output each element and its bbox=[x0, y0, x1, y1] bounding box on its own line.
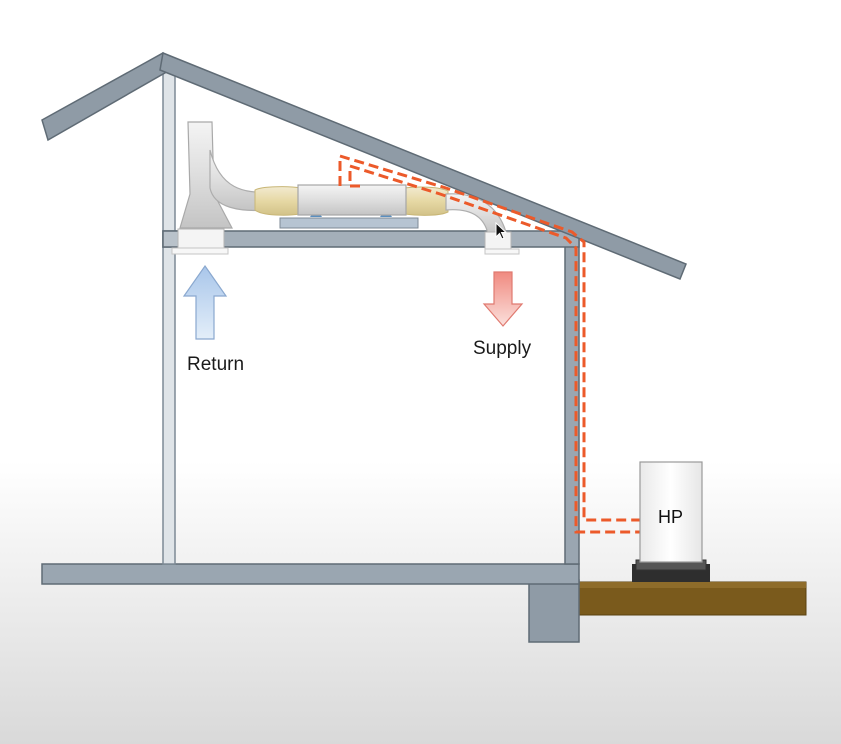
air-handler-base bbox=[279, 217, 419, 229]
heat-pump-unit bbox=[639, 461, 703, 563]
floor-slab bbox=[41, 563, 580, 585]
supply-label: Supply bbox=[473, 338, 532, 359]
return-label: Return bbox=[187, 354, 245, 375]
refrigerant-line-outer bbox=[338, 153, 640, 522]
insulation-left bbox=[254, 186, 301, 216]
return-arrow-up-icon bbox=[182, 264, 228, 340]
left-wall bbox=[162, 65, 176, 565]
ground-slab-shading bbox=[578, 582, 806, 588]
roof-right bbox=[159, 51, 687, 280]
return-plenum bbox=[179, 121, 233, 229]
ceiling-joist bbox=[162, 230, 580, 248]
mouse-pointer-icon bbox=[495, 222, 508, 240]
air-handler bbox=[297, 184, 407, 216]
supply-arrow-down-icon bbox=[482, 271, 524, 327]
heat-pump-label: HP bbox=[658, 507, 684, 527]
insulation-right bbox=[403, 186, 449, 216]
foundation bbox=[528, 579, 580, 643]
return-grille-face bbox=[171, 247, 229, 255]
supply-grille-face bbox=[484, 248, 520, 255]
